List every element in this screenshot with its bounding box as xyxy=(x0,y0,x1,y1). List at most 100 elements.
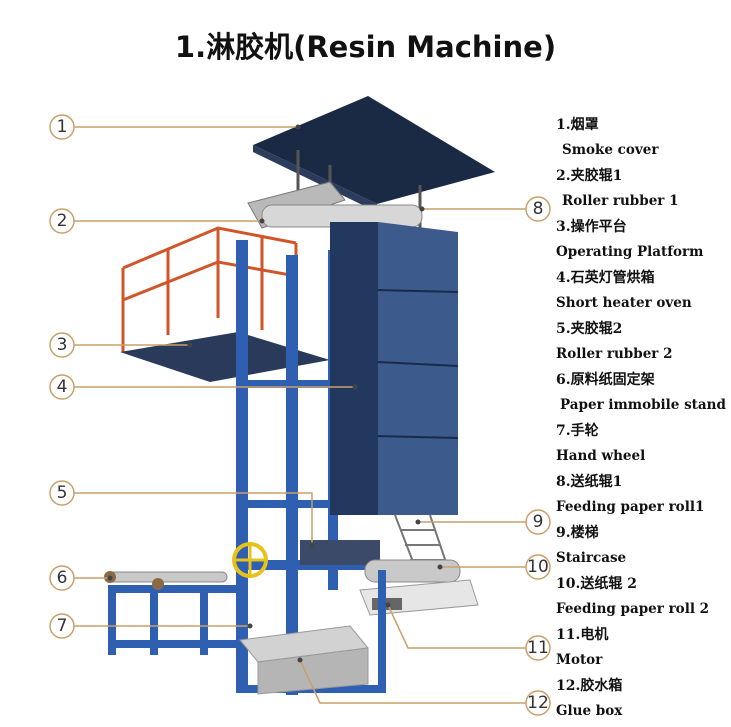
callout-number: 4 xyxy=(57,377,68,397)
legend-item: 7.手轮 Hand wheel xyxy=(556,418,731,469)
feeding-paper-roll-2 xyxy=(364,559,461,583)
leader-dot xyxy=(385,602,391,608)
oven-panel-seam xyxy=(377,289,459,293)
legend-en: Glue box xyxy=(556,703,623,719)
oven-panel-seam xyxy=(377,361,459,367)
leader-dot xyxy=(437,564,443,570)
legend-cn: 1.烟罩 xyxy=(556,117,599,133)
callout-circle xyxy=(49,208,75,234)
leader-dot xyxy=(309,542,315,548)
callout-circle xyxy=(49,480,75,506)
leader-line xyxy=(387,604,526,649)
legend-en: Hand wheel xyxy=(556,448,646,464)
glue-box-side xyxy=(257,647,369,695)
legend-cn: 10.送纸辊 2 xyxy=(556,576,637,592)
leader-dot xyxy=(247,623,253,629)
legend-en: Feeding paper roll1 xyxy=(556,499,705,515)
frame-column xyxy=(236,240,248,690)
callout-circle xyxy=(525,635,551,661)
railing-mid xyxy=(122,260,297,302)
callout-number: 10 xyxy=(527,557,549,577)
operating-platform xyxy=(121,226,298,352)
stand-leg xyxy=(108,585,116,655)
leader-dot xyxy=(107,575,113,581)
leader-dot xyxy=(352,384,358,390)
callout-number: 9 xyxy=(533,512,544,532)
railing-top xyxy=(122,226,297,270)
callout-circle xyxy=(525,196,551,222)
callout-number: 7 xyxy=(57,616,68,636)
frame-beam xyxy=(236,380,336,388)
callout-circle xyxy=(49,613,75,639)
legend-en: Motor xyxy=(556,652,603,668)
callout-number: 3 xyxy=(57,335,68,355)
legend-item: 11.电机 Motor xyxy=(556,622,731,673)
legend-en: Feeding paper roll 2 xyxy=(556,601,710,617)
legend-item: 1.烟罩 Smoke cover xyxy=(556,112,731,163)
callout-circle xyxy=(49,332,75,358)
legend-en: Staircase xyxy=(556,550,627,566)
legend-cn: 8.送纸辊1 xyxy=(556,474,623,490)
callout-number: 11 xyxy=(527,638,549,658)
callout-circle xyxy=(525,509,551,535)
leader-line xyxy=(299,659,526,704)
hood-front xyxy=(253,145,377,212)
legend-en: Roller rubber 2 xyxy=(556,346,673,362)
leader-dot xyxy=(419,206,425,212)
legend-item: 3.操作平台 Operating Platform xyxy=(556,214,731,265)
callout-circle xyxy=(49,565,75,591)
legend-cn: 7.手轮 xyxy=(556,423,599,439)
callout-circle xyxy=(525,690,551,716)
legend-en: Smoke cover xyxy=(562,142,659,158)
callout-circle xyxy=(49,114,75,140)
legend-cn: 5.夹胶辊2 xyxy=(556,321,623,337)
legend-en: Paper immobile stand xyxy=(560,397,726,413)
stand-leg xyxy=(150,590,158,655)
frame-column xyxy=(286,255,298,695)
callout-number: 5 xyxy=(57,483,68,503)
hood-top xyxy=(253,96,495,204)
legend-en: Short heater oven xyxy=(556,295,692,311)
feed-roller-bar xyxy=(104,571,228,583)
callout-number: 2 xyxy=(57,211,68,231)
leader-dot xyxy=(297,657,303,663)
roller-rubber-1 xyxy=(247,181,423,229)
legend-cn: 9.楼梯 xyxy=(556,525,599,541)
base-leg xyxy=(378,570,386,690)
page-title: 1.淋胶机(Resin Machine) xyxy=(174,30,557,64)
legend-cn: 4.石英灯管烘箱 xyxy=(556,270,655,286)
leader-dot xyxy=(187,342,193,348)
paper-immobile-stand xyxy=(108,585,238,655)
callout-circle xyxy=(525,554,551,580)
legend-cn: 11.电机 xyxy=(556,627,609,643)
callout-number: 12 xyxy=(527,693,549,713)
legend-en: Operating Platform xyxy=(556,244,704,260)
platform-deck xyxy=(120,332,330,382)
hand-wheel xyxy=(232,542,268,578)
glue-box xyxy=(239,625,369,695)
oven-side xyxy=(378,222,458,515)
stand-leg xyxy=(200,585,208,655)
callout-number: 8 xyxy=(533,199,544,219)
oven-panel-seam xyxy=(377,435,459,439)
roller-end-cap xyxy=(152,578,164,590)
legend-item: 9.楼梯 Staircase xyxy=(556,520,731,571)
legend-cn: 3.操作平台 xyxy=(556,219,627,235)
smoke-cover xyxy=(253,96,495,230)
legend-item: 4.石英灯管烘箱 Short heater oven xyxy=(556,265,731,316)
leader-dot xyxy=(415,519,421,525)
stand-rail xyxy=(108,640,238,648)
callout-number: 6 xyxy=(57,568,68,588)
frame-beam xyxy=(236,500,356,508)
stand-rail xyxy=(108,585,238,593)
legend-cn: 2.夹胶辊1 xyxy=(556,168,623,184)
oven-front xyxy=(330,222,378,515)
short-heater-oven xyxy=(330,222,459,515)
